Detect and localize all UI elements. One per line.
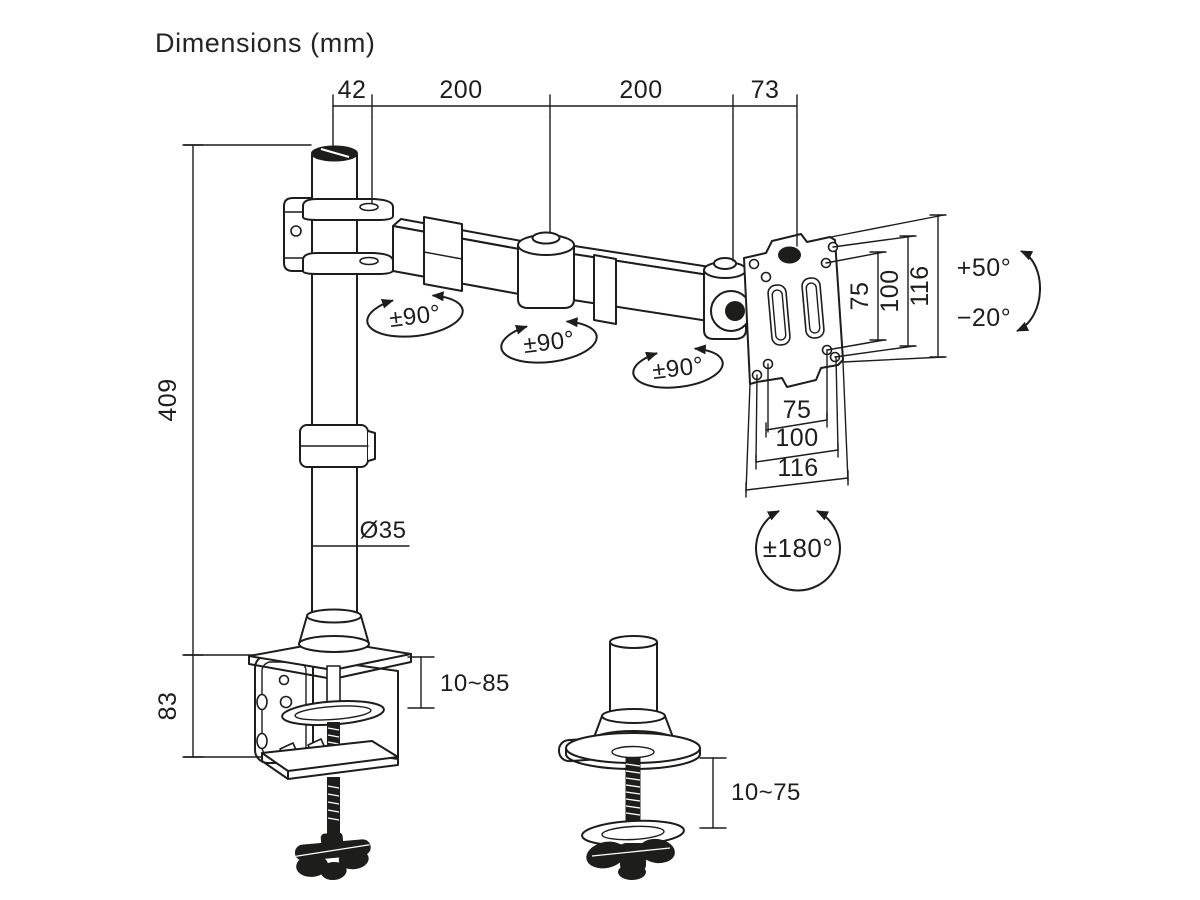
top-dimension-chain: 42 200 200 73 <box>332 76 798 262</box>
dim-clamp-height: 83 <box>154 692 182 721</box>
angle-swivel-1: ±90° <box>388 300 442 333</box>
dim-vesa-bottom-116: 116 <box>777 454 818 482</box>
angle-swivel-2: ±90° <box>522 326 576 359</box>
dim-pole-diameter: Ø35 <box>360 517 407 544</box>
angle-swivel-3: ±90° <box>651 352 705 385</box>
arm <box>392 216 724 325</box>
grommet-mount <box>557 635 701 880</box>
angle-rotation: ±180° <box>763 533 834 563</box>
angle-tilt-up: +50° <box>957 254 1011 282</box>
elbow-joint <box>517 231 575 309</box>
dim-grommet-range: 10~75 <box>731 779 801 806</box>
swivel-annotation-3: ±90° <box>632 344 724 389</box>
angle-tilt-down: −20° <box>957 304 1011 332</box>
dim-top-42: 42 <box>338 76 367 104</box>
dim-vesa-bottom-75: 75 <box>783 396 812 424</box>
head-joint <box>703 257 752 340</box>
pole-diameter-leader: Ø35 <box>312 517 410 547</box>
tilt-annotation: +50° −20° <box>957 250 1041 332</box>
page-title: Dimensions (mm) <box>155 28 376 58</box>
swivel-annotation-1: ±90° <box>366 291 464 338</box>
vesa-plate <box>743 233 844 388</box>
clamp-knob <box>294 832 371 881</box>
dim-vesa-side-116: 116 <box>906 265 934 306</box>
dim-top-200b: 200 <box>619 76 662 104</box>
dim-top-200a: 200 <box>439 76 482 104</box>
dim-vesa-bottom-100: 100 <box>775 424 818 452</box>
grommet-range-indicator: 10~75 <box>699 757 801 829</box>
dim-pole-height: 409 <box>154 378 182 421</box>
left-dimension-chain: 409 83 <box>154 144 312 758</box>
pole <box>299 145 376 619</box>
dim-clamp-range: 10~85 <box>440 670 510 697</box>
swivel-annotation-2: ±90° <box>500 317 598 364</box>
vesa-bottom-dimensions: 75 100 116 <box>745 349 849 498</box>
grommet-wing-nut <box>586 838 675 880</box>
tension-knob <box>778 246 801 264</box>
ball-joint <box>725 301 745 321</box>
pole-top-joint <box>283 197 394 275</box>
rotation-annotation: ±180° <box>755 510 841 592</box>
clamp-range-indicator: 10~85 <box>407 656 510 709</box>
desk-clamp <box>248 608 412 881</box>
dim-vesa-side-75: 75 <box>846 282 874 311</box>
dim-vesa-side-100: 100 <box>876 269 904 312</box>
vesa-side-dimensions: 75 100 116 <box>825 214 947 363</box>
dim-top-73: 73 <box>751 76 780 104</box>
